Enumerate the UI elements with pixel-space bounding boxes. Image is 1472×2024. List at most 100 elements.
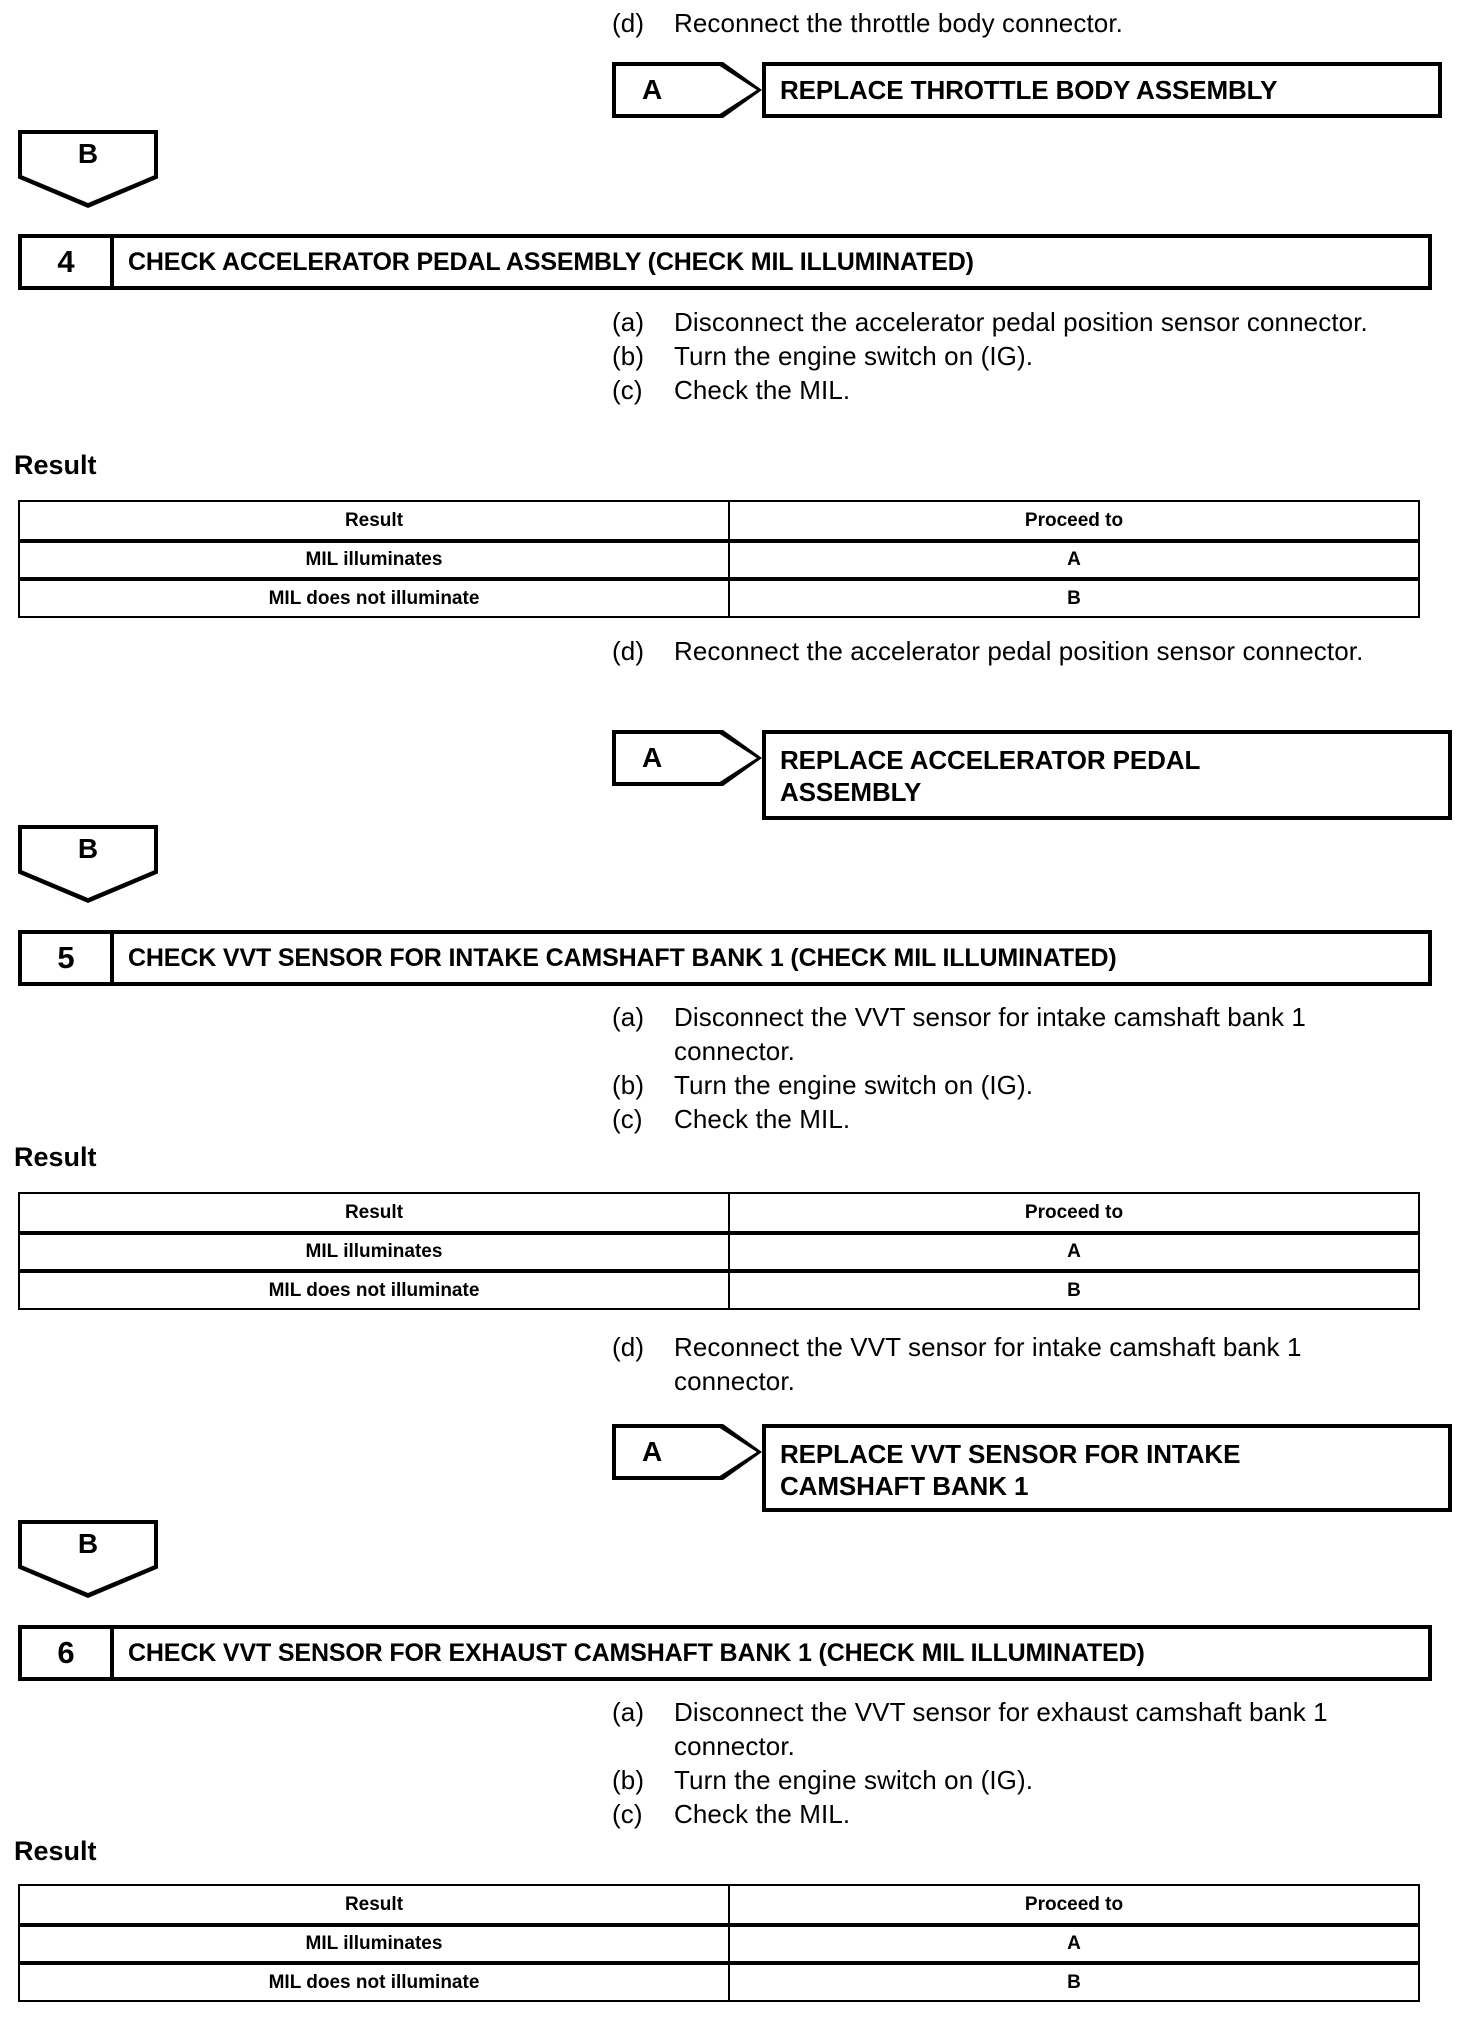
cell-result: MIL illuminates xyxy=(18,1924,730,1965)
instruction-letter: (c) xyxy=(612,375,643,405)
instruction-text: Check the MIL. xyxy=(674,375,851,405)
connector-tag-a-fill xyxy=(616,734,757,782)
conclusion-box: REPLACE ACCELERATOR PEDAL ASSEMBLY xyxy=(762,730,1452,820)
cell-proceed-to: A xyxy=(728,1232,1420,1273)
connector-tag-a: A xyxy=(612,730,762,786)
connector-tag-b-3-label: B xyxy=(77,1528,99,1559)
cell-result: MIL does not illuminate xyxy=(18,578,730,618)
instruction-text: Turn the engine switch on (IG). xyxy=(674,1765,1034,1795)
conclusion-text: REPLACE ACCELERATOR PEDAL ASSEMBLY xyxy=(780,745,1200,807)
instruction-text: Reconnect the accelerator pedal position… xyxy=(674,636,1364,666)
result-table-6: Result Proceed to MIL illuminates A MIL … xyxy=(18,1884,1420,2002)
instruction-letter: (d) xyxy=(612,1332,645,1362)
table-header-result: Result xyxy=(18,1192,730,1235)
instruction-list-5-post: (d) Reconnect the VVT sensor for intake … xyxy=(612,1330,1412,1398)
connector-tag-a-fill xyxy=(616,66,757,114)
cell-proceed-to: B xyxy=(728,1270,1420,1310)
cell-result: MIL does not illuminate xyxy=(18,1962,730,2002)
table-row: MIL does not illuminate B xyxy=(18,578,1420,618)
instruction-item: (b) Turn the engine switch on (IG). xyxy=(612,339,1412,373)
instruction-letter: (b) xyxy=(612,1070,645,1100)
table-row: MIL illuminates A xyxy=(18,1232,1420,1273)
cell-proceed-to: A xyxy=(728,540,1420,581)
instruction-list-6: (a) Disconnect the VVT sensor for exhaus… xyxy=(612,1695,1412,1831)
table-row: MIL illuminates A xyxy=(18,540,1420,581)
instruction-text: Turn the engine switch on (IG). xyxy=(674,1070,1034,1100)
cell-result: MIL does not illuminate xyxy=(18,1270,730,1310)
instruction-letter: (a) xyxy=(612,1002,645,1032)
conclusion-box: REPLACE VVT SENSOR FOR INTAKE CAMSHAFT B… xyxy=(762,1424,1452,1512)
cell-result: MIL illuminates xyxy=(18,540,730,581)
instruction-letter: (a) xyxy=(612,1697,645,1727)
table-row: MIL illuminates A xyxy=(18,1924,1420,1965)
step-header-5: 5 CHECK VVT SENSOR FOR INTAKE CAMSHAFT B… xyxy=(18,930,1432,986)
instruction-text: Turn the engine switch on (IG). xyxy=(674,341,1034,371)
instruction-item: (c) Check the MIL. xyxy=(612,1797,1412,1831)
instruction-text: Reconnect the VVT sensor for intake cams… xyxy=(674,1332,1302,1396)
instruction-text: Check the MIL. xyxy=(674,1799,851,1829)
instruction-letter: (c) xyxy=(612,1104,643,1134)
instruction-letter: (a) xyxy=(612,307,645,337)
connector-tag-a-label: A xyxy=(642,1436,663,1467)
cell-result: MIL illuminates xyxy=(18,1232,730,1273)
table-header-row: Result Proceed to xyxy=(18,1884,1420,1927)
conclusion-text: REPLACE VVT SENSOR FOR INTAKE CAMSHAFT B… xyxy=(780,1439,1241,1501)
conclusion-4: A REPLACE ACCELERATOR PEDAL ASSEMBLY xyxy=(612,730,1452,820)
instruction-list-5: (a) Disconnect the VVT sensor for intake… xyxy=(612,1000,1412,1136)
step-header-4: 4 CHECK ACCELERATOR PEDAL ASSEMBLY (CHEC… xyxy=(18,234,1432,290)
instruction-item: (a) Disconnect the VVT sensor for exhaus… xyxy=(612,1695,1412,1763)
connector-tag-a-fill xyxy=(616,1428,757,1476)
conclusion-top: A REPLACE THROTTLE BODY ASSEMBLY xyxy=(612,62,1442,118)
conclusion-5: A REPLACE VVT SENSOR FOR INTAKE CAMSHAFT… xyxy=(612,1424,1452,1512)
instruction-letter: (d) xyxy=(612,636,645,666)
step-title-5: CHECK VVT SENSOR FOR INTAKE CAMSHAFT BAN… xyxy=(128,943,1117,972)
conclusion-box: REPLACE THROTTLE BODY ASSEMBLY xyxy=(762,62,1442,118)
connector-tag-b-2-label: B xyxy=(77,833,99,864)
step-number-6: 6 xyxy=(22,1629,114,1677)
instruction-text: Reconnect the throttle body connector. xyxy=(674,8,1123,38)
result-table-4: Result Proceed to MIL illuminates A MIL … xyxy=(18,500,1420,618)
instruction-list-4-post: (d) Reconnect the accelerator pedal posi… xyxy=(612,634,1412,668)
instruction-item: (c) Check the MIL. xyxy=(612,373,1412,407)
step-number-4: 4 xyxy=(22,238,114,286)
table-row: MIL does not illuminate B xyxy=(18,1270,1420,1310)
table-row: MIL does not illuminate B xyxy=(18,1962,1420,2002)
instruction-item: (b) Turn the engine switch on (IG). xyxy=(612,1763,1412,1797)
table-header-result: Result xyxy=(18,500,730,543)
table-header-row: Result Proceed to xyxy=(18,500,1420,543)
instruction-item: (c) Check the MIL. xyxy=(612,1102,1412,1136)
instruction-list-4: (a) Disconnect the accelerator pedal pos… xyxy=(612,305,1412,407)
connector-tag-a-label: A xyxy=(642,742,663,773)
instruction-item: (d) Reconnect the VVT sensor for intake … xyxy=(612,1330,1412,1398)
connector-tag-a: A xyxy=(612,1424,762,1480)
result-caption-6: Result xyxy=(14,1836,97,1866)
connector-tag-b-3: B xyxy=(18,1520,158,1598)
step-number-5: 5 xyxy=(22,934,114,982)
connector-tag-b-2: B xyxy=(18,825,158,903)
cell-proceed-to: A xyxy=(728,1924,1420,1965)
conclusion-text: REPLACE THROTTLE BODY ASSEMBLY xyxy=(780,75,1278,105)
connector-tag-b-1: B xyxy=(18,130,158,208)
step-title-4: CHECK ACCELERATOR PEDAL ASSEMBLY (CHECK … xyxy=(128,247,974,276)
table-header-proceed-to: Proceed to xyxy=(728,500,1420,543)
instruction-item: (a) Disconnect the VVT sensor for intake… xyxy=(612,1000,1412,1068)
table-header-result: Result xyxy=(18,1884,730,1927)
cell-proceed-to: B xyxy=(728,578,1420,618)
step-title-6: CHECK VVT SENSOR FOR EXHAUST CAMSHAFT BA… xyxy=(128,1638,1145,1667)
instruction-text: Disconnect the accelerator pedal positio… xyxy=(674,307,1368,337)
instruction-text: Check the MIL. xyxy=(674,1104,851,1134)
connector-tag-a-label: A xyxy=(642,74,663,105)
result-caption-4: Result xyxy=(14,450,97,480)
instruction-letter: (b) xyxy=(612,341,645,371)
result-table-5: Result Proceed to MIL illuminates A MIL … xyxy=(18,1192,1420,1310)
table-header-row: Result Proceed to xyxy=(18,1192,1420,1235)
instruction-item: (a) Disconnect the accelerator pedal pos… xyxy=(612,305,1412,339)
instruction-letter: (b) xyxy=(612,1765,645,1795)
instruction-letter: (c) xyxy=(612,1799,643,1829)
step-header-6: 6 CHECK VVT SENSOR FOR EXHAUST CAMSHAFT … xyxy=(18,1625,1432,1681)
table-header-proceed-to: Proceed to xyxy=(728,1192,1420,1235)
instruction-text: Disconnect the VVT sensor for intake cam… xyxy=(674,1002,1306,1066)
result-caption-5: Result xyxy=(14,1142,97,1172)
instruction-list-top: (d) Reconnect the throttle body connecto… xyxy=(612,6,1412,40)
